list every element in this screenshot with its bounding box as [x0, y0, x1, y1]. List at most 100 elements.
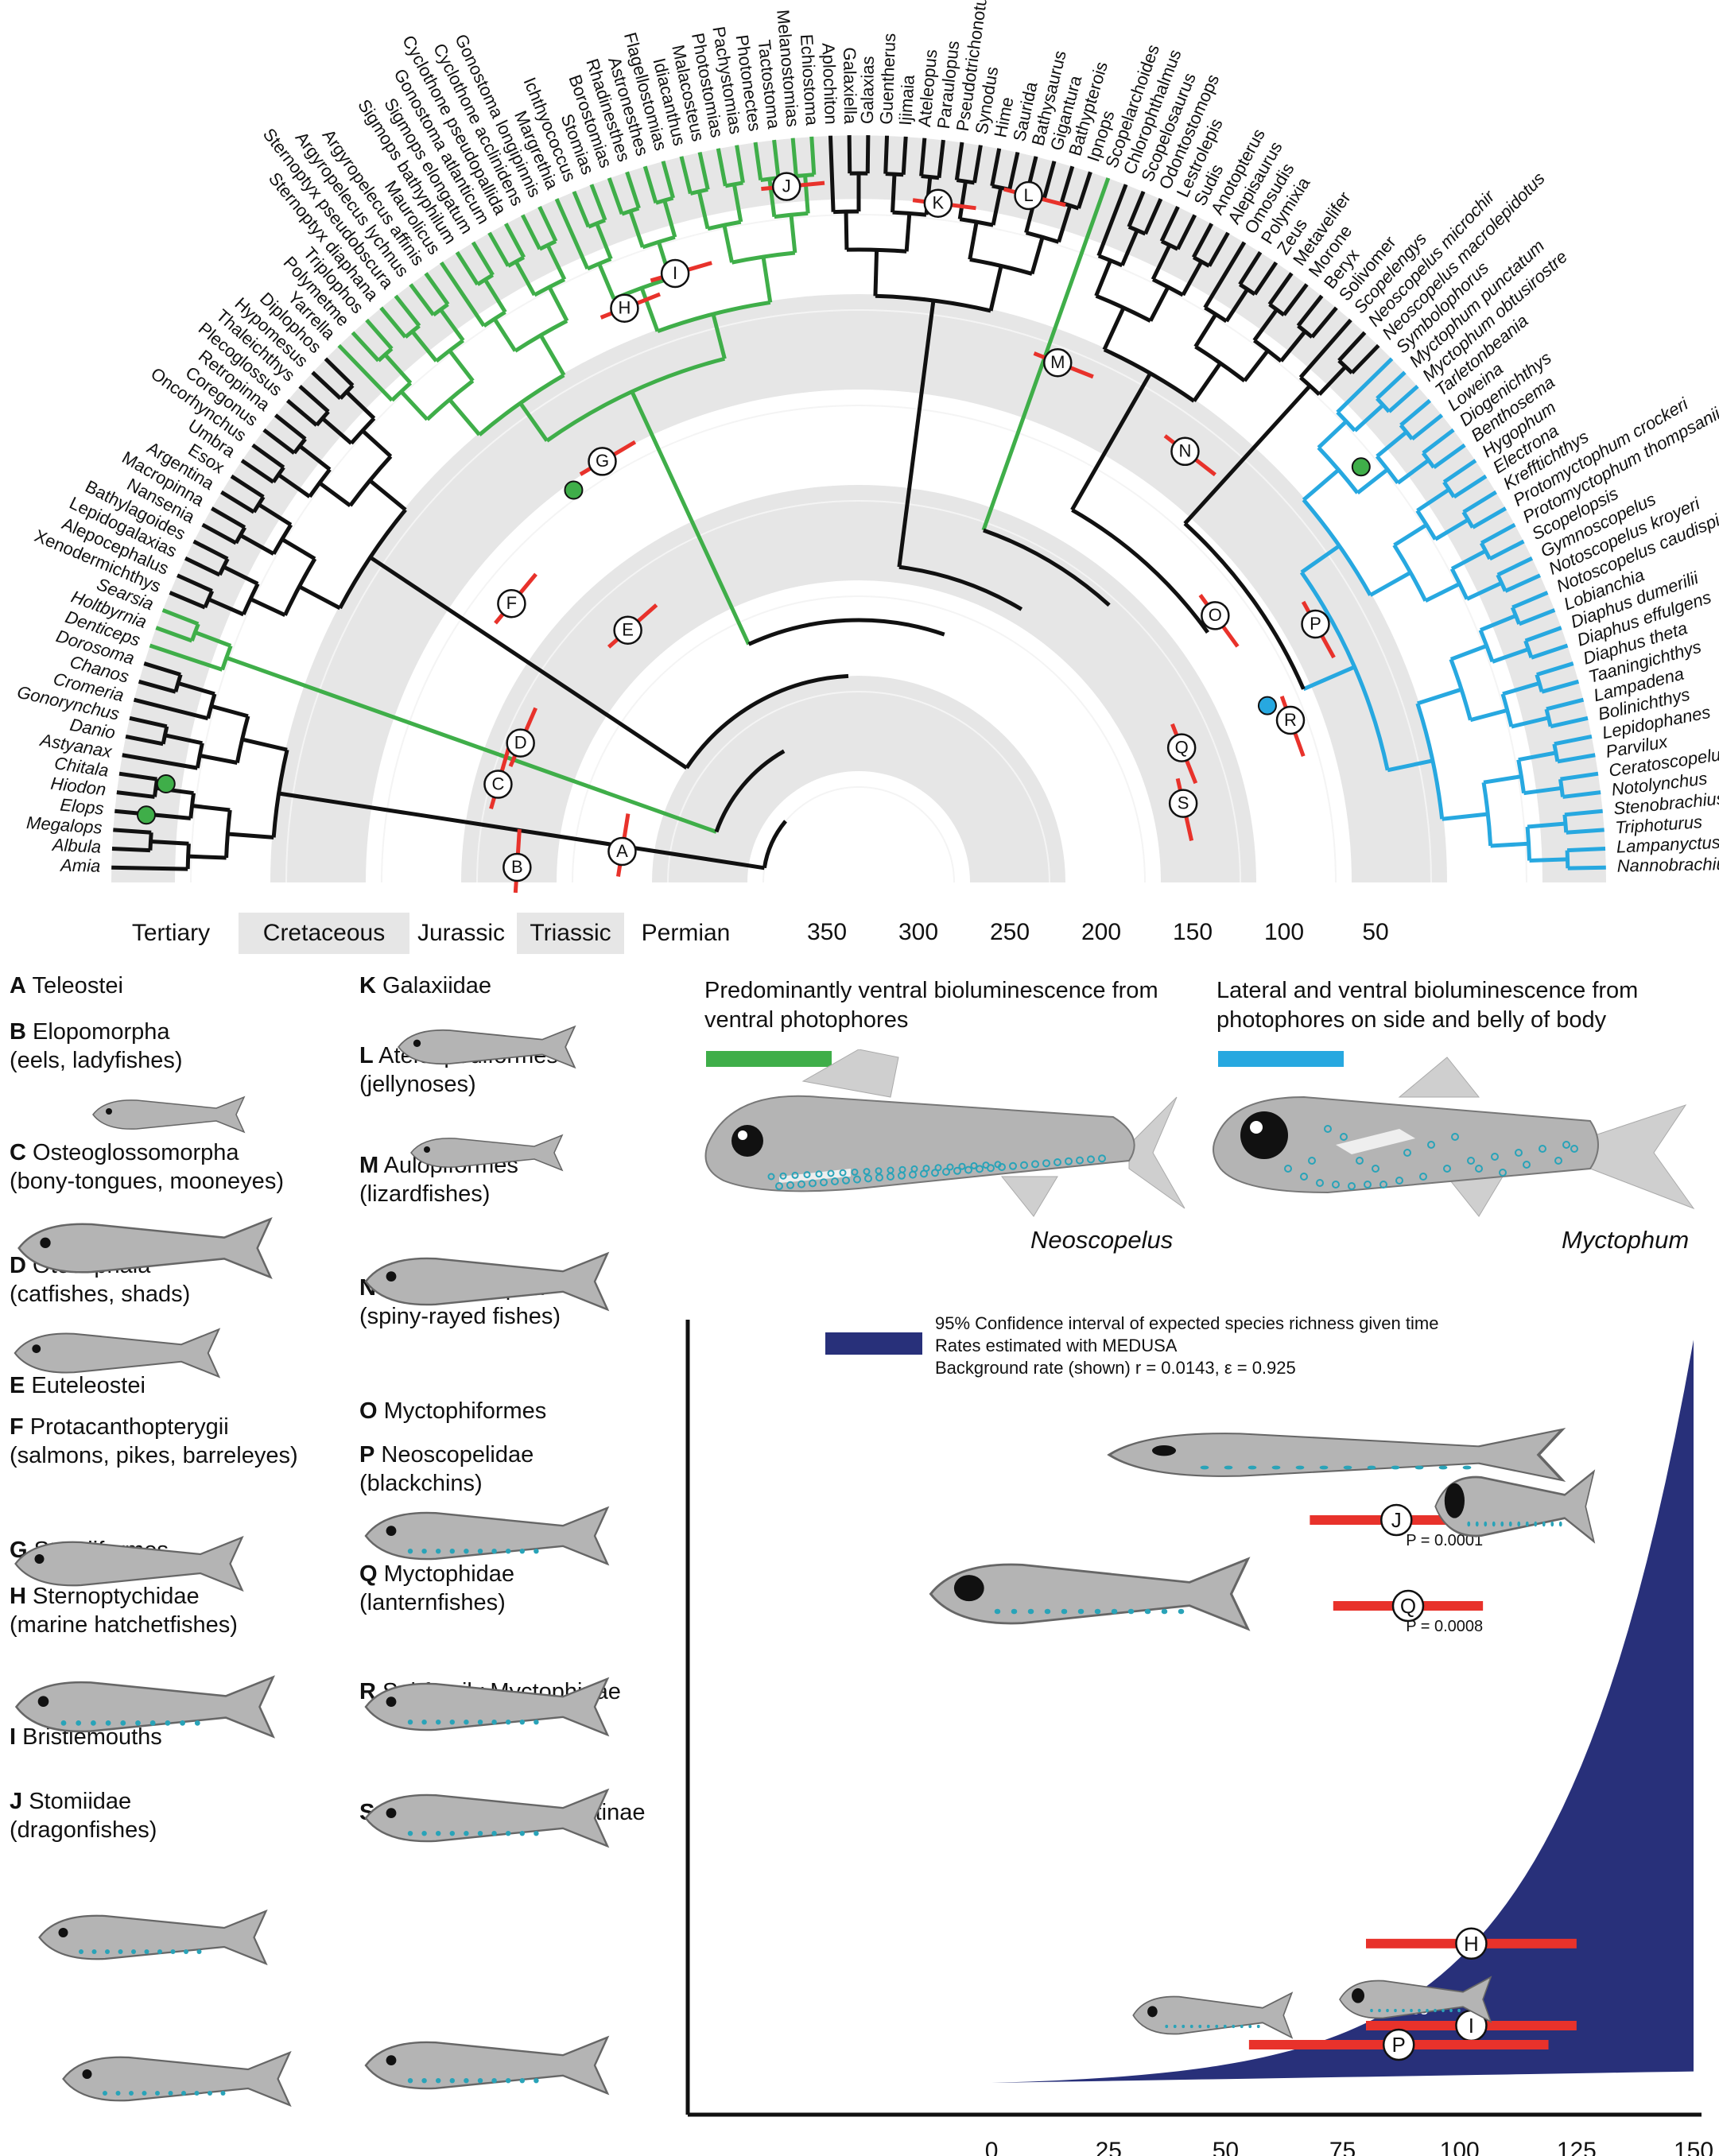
branch	[111, 865, 188, 871]
photophore	[809, 1179, 817, 1188]
branch-arc	[1183, 522, 1306, 690]
tip-label: Galaxiella	[840, 47, 860, 125]
branch	[1102, 307, 1126, 351]
branch	[278, 791, 765, 871]
branch	[138, 679, 177, 694]
branch	[161, 608, 200, 626]
tip-label: Ijimaia	[895, 74, 918, 126]
branch	[487, 231, 510, 267]
branch	[177, 573, 213, 593]
branch	[828, 135, 836, 212]
branch	[711, 313, 727, 359]
lateral-biolum-caption: Lateral and ventral bioluminescence from…	[1216, 976, 1638, 1035]
time-ring	[190, 214, 1527, 883]
legend-letter: Q	[359, 1561, 378, 1587]
branch-arc	[747, 618, 945, 646]
branch-arc	[404, 324, 421, 339]
branch	[809, 136, 817, 175]
branch	[1042, 161, 1057, 199]
branch	[1077, 171, 1092, 209]
branch	[1523, 785, 1562, 796]
tip-label: Nannobrachium	[1617, 854, 1719, 876]
legend-name: Protacanthopterygii	[23, 1414, 229, 1440]
branch	[1300, 544, 1341, 574]
fish-thumbnail	[364, 2035, 610, 2096]
node-label: M	[1050, 352, 1065, 372]
branch-arc	[1239, 282, 1256, 297]
node-marker	[503, 852, 532, 882]
branch	[1492, 647, 1530, 664]
time-bands	[111, 135, 1606, 883]
branch	[188, 854, 227, 860]
branch	[298, 385, 330, 413]
myctophum-illustration	[1213, 1057, 1695, 1217]
node-label: I	[673, 263, 677, 283]
branch	[1282, 283, 1309, 316]
branch-arc	[349, 417, 376, 445]
branch	[1422, 428, 1455, 455]
legend-sub: (salmons, pikes, barreleyes)	[10, 1443, 298, 1468]
photophore	[1539, 1145, 1546, 1153]
branch	[761, 256, 773, 303]
tip-label: Aplochiton	[818, 42, 841, 125]
legend-line: Rates estimated with MEDUSA	[935, 1336, 1178, 1355]
time-ring	[667, 691, 1050, 883]
branch-arc	[1103, 347, 1196, 403]
legend-sub: (catfishes, shads)	[10, 1282, 191, 1307]
branch	[337, 343, 394, 402]
branch-arc	[432, 302, 449, 317]
time-ring	[381, 405, 1337, 883]
legend-entry-q: Q Myctophidae(lanternfishes)	[359, 1560, 514, 1617]
branch	[410, 330, 438, 363]
branch	[492, 317, 518, 352]
photophore	[1443, 1165, 1451, 1173]
branch	[1376, 370, 1407, 400]
legend-line: 95% Confidence interval of expected spec…	[935, 1313, 1438, 1333]
time-tick: 100	[1264, 919, 1304, 945]
branch	[1279, 330, 1307, 363]
legend-entry-f: F Protacanthopterygii(salmons, pikes, ba…	[10, 1413, 298, 1470]
origin-marker	[1351, 457, 1371, 477]
branch	[1302, 468, 1341, 502]
photophore	[1332, 1181, 1340, 1189]
branch-arc	[476, 273, 495, 286]
branch	[661, 161, 675, 199]
branch	[1442, 812, 1488, 821]
branch	[642, 165, 658, 204]
branch-arc	[390, 381, 413, 402]
photophore	[953, 1166, 961, 1175]
fish-thumbnail	[62, 2050, 292, 2108]
branch	[220, 490, 255, 514]
photophore	[1308, 1157, 1316, 1165]
branch-arc	[1097, 254, 1123, 268]
branch	[1376, 430, 1408, 458]
legend-sub: (lanternfishes)	[359, 1590, 506, 1615]
photophore	[786, 1181, 794, 1189]
fish-thumbnail	[17, 1217, 273, 1279]
branch	[897, 300, 936, 568]
branch	[1465, 580, 1503, 601]
photophore	[827, 1169, 835, 1177]
photophore	[1356, 1157, 1364, 1165]
shift-label: P	[1392, 2033, 1406, 2057]
branch-arc	[685, 673, 849, 770]
branch	[1393, 523, 1428, 547]
branch-arc	[161, 726, 169, 745]
branch	[177, 681, 215, 696]
photophore	[863, 1168, 871, 1176]
branch	[227, 832, 274, 840]
branch-arc	[1449, 658, 1473, 721]
branch	[281, 537, 316, 560]
branch	[118, 771, 157, 781]
photophore	[775, 1182, 783, 1190]
time-ring	[762, 786, 955, 883]
photophore	[779, 1172, 787, 1180]
photophore	[964, 1165, 972, 1174]
branch-arc	[514, 319, 568, 353]
photophore	[970, 1161, 978, 1169]
branch	[365, 318, 394, 351]
photophore	[839, 1169, 847, 1177]
node-label: P	[1310, 614, 1321, 634]
legend-letter: B	[10, 1019, 26, 1045]
branch	[1337, 331, 1367, 363]
